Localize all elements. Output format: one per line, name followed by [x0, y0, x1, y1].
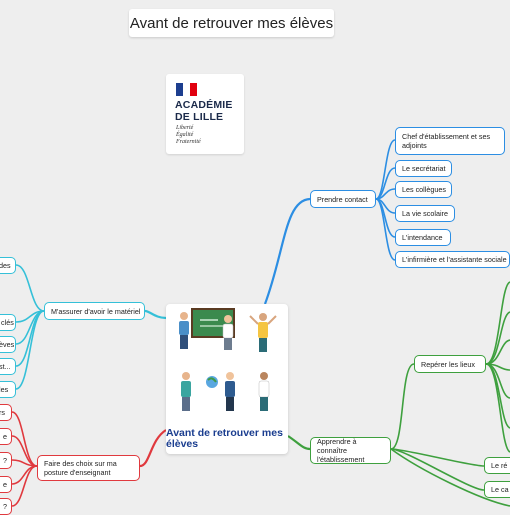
central-topic-label: Avant de retrouver mes élèves — [166, 427, 283, 450]
node-vie-scolaire[interactable]: La vie scolaire — [395, 205, 455, 222]
node-materiel-1[interactable]: odes — [0, 257, 16, 274]
node-choix-2[interactable]: e — [0, 428, 12, 445]
node-infirmiere[interactable]: L'infirmière et l'assistante sociale — [395, 251, 510, 268]
node-connaitre-etablissement[interactable]: Apprendre à connaître l'établissement — [310, 437, 391, 464]
node-materiel-5[interactable]: ales — [0, 381, 16, 398]
french-flag-icon — [176, 83, 197, 96]
central-topic[interactable]: Avant de retrouver mes élèves — [166, 304, 288, 454]
node-intendance[interactable]: L'intendance — [395, 229, 451, 246]
node-etab-child-2[interactable]: Le ca — [484, 481, 510, 498]
node-materiel[interactable]: M'assurer d'avoir le matériel — [44, 302, 145, 320]
node-posture[interactable]: Faire des choix sur ma posture d'enseign… — [37, 455, 140, 481]
node-collegues[interactable]: Les collègues — [395, 181, 452, 198]
node-choix-1[interactable]: rs — [0, 404, 12, 421]
node-etab-child-1[interactable]: Le ré — [484, 457, 510, 474]
node-materiel-3[interactable]: èves — [0, 336, 16, 353]
node-prendre-contact[interactable]: Prendre contact — [310, 190, 376, 208]
node-choix-5[interactable]: ? — [0, 498, 12, 515]
node-materiel-4[interactable]: st... — [0, 358, 16, 375]
node-choix-3[interactable]: ? — [0, 452, 12, 469]
logo-line1: ACADÉMIE — [175, 99, 233, 111]
node-reperer-lieux[interactable]: Repérer les lieux — [414, 355, 486, 373]
node-materiel-2[interactable]: clés — [0, 314, 16, 331]
map-title[interactable]: Avant de retrouver mes élèves — [129, 9, 334, 37]
node-choix-4[interactable]: e — [0, 476, 12, 493]
node-chef-etablissement[interactable]: Chef d'établissement et ses adjoints — [395, 127, 505, 155]
teachers-illustration — [179, 308, 277, 411]
node-secretariat[interactable]: Le secrétariat — [395, 160, 452, 177]
logo-line2: DE LILLE — [175, 111, 224, 123]
